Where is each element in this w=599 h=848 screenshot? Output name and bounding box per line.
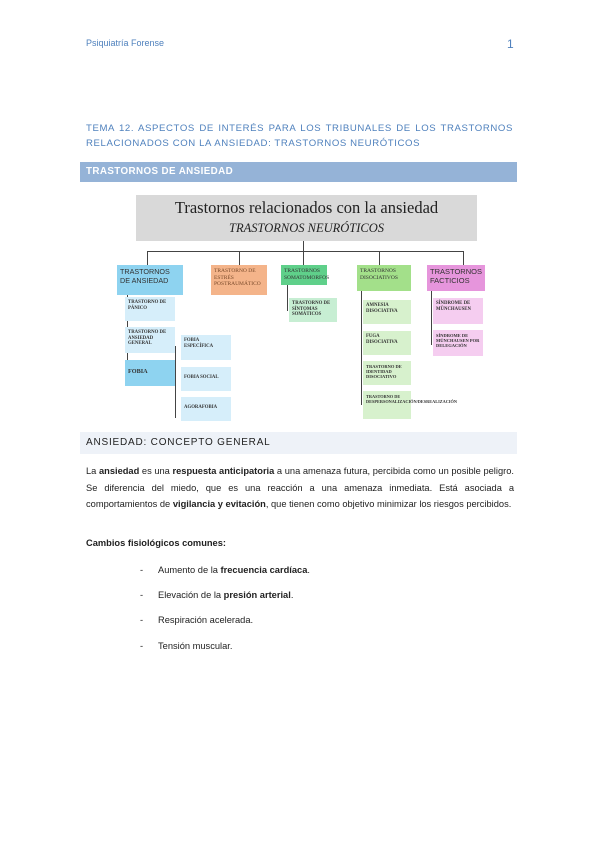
bullet-text: Tensión muscular. <box>158 641 233 651</box>
connector <box>239 251 240 265</box>
item-agorafobia: AGORAFOBIA <box>181 397 231 421</box>
diagram-title: Trastornos relacionados con la ansiedad <box>174 198 439 217</box>
para-text: , que tienen como objetivo minimizar los… <box>265 499 512 509</box>
concept-paragraph: La ansiedad es una respuesta anticipator… <box>86 463 514 513</box>
anxiety-disorders-diagram: Trastornos relacionados con la ansiedad … <box>117 195 489 423</box>
item-sintomas-somaticos: TRASTORNO DE SÍNTOMAS SOMÁTICOS <box>289 298 337 322</box>
item-despersonalizacion: TRASTORNO DE DESPERSONALIZACIÓN/DESREALI… <box>363 391 457 419</box>
para-bold: respuesta anticipatoria <box>172 466 275 476</box>
section-heading-trastornos: TRASTORNOS DE ANSIEDAD <box>80 162 517 182</box>
category-ansiedad: TRASTORNOS DE ANSIEDAD <box>117 265 183 295</box>
bullet-text: . <box>307 565 310 575</box>
header-title: Psiquiatría Forense <box>86 38 165 48</box>
connector <box>147 251 148 265</box>
list-item: -Tensión muscular. <box>140 641 233 651</box>
category-somatomorfos: TRASTORNOS SOMATOMORFOS <box>281 265 329 285</box>
item-fobia-especifica: FOBIA ESPECÍFICA <box>181 335 231 360</box>
category-disociativos: TRASTORNOS DISOCIATIVOS <box>357 265 411 291</box>
item-fuga: FUGA DISOCIATIVA <box>363 331 411 355</box>
bullet-text: . <box>290 590 294 600</box>
connector <box>287 285 288 311</box>
page-number: 1 <box>507 37 514 51</box>
category-facticios: TRASTORNOS FACTICIOS <box>427 265 485 291</box>
diagram-title-box: Trastornos relacionados con la ansiedad … <box>136 195 477 241</box>
section-heading-concepto: ANSIEDAD: CONCEPTO GENERAL <box>80 432 517 454</box>
connector <box>361 291 362 405</box>
diagram-subtitle: TRASTORNOS NEURÓTICOS <box>229 221 384 235</box>
chapter-title: TEMA 12. ASPECTOS DE INTERÉS PARA LOS TR… <box>86 123 513 149</box>
connector <box>303 251 304 265</box>
connector <box>175 346 176 418</box>
item-panico: TRASTORNO DE PÁNICO <box>125 297 175 321</box>
list-item: -Aumento de la frecuencia cardíaca. <box>140 565 310 575</box>
connector <box>147 251 463 252</box>
item-munchausen: SÍNDROME DE MÜNCHAUSEN <box>433 298 483 324</box>
bullet-text: Respiración acelerada. <box>158 615 254 625</box>
para-text: es una <box>139 466 173 476</box>
item-fobia: FOBIA <box>125 360 175 386</box>
item-identidad: TRASTORNO DE IDENTIDAD DISOCIATIVO <box>363 361 411 385</box>
item-fobia-social: FOBIA SOCIAL <box>181 367 231 391</box>
para-text: La <box>86 466 99 476</box>
bullet-text: Aumento de la <box>158 565 221 575</box>
bullet-text: Elevación de la <box>158 590 224 600</box>
bullet-bold: presión arterial <box>223 590 291 600</box>
bullet-bold: frecuencia cardíaca <box>220 565 308 575</box>
category-estres: TRASTORNO DE ESTRÉS POSTRAUMÁTICO <box>211 265 267 295</box>
para-bold: ansiedad <box>98 466 140 476</box>
connector <box>303 241 304 251</box>
connector <box>463 251 464 265</box>
connector <box>431 291 432 345</box>
para-bold: vigilancia y evitación <box>172 499 266 509</box>
physiological-changes-heading: Cambios fisiológicos comunes: <box>86 538 226 548</box>
item-munchausen-delegacion: SÍNDROME DE MÜNCHAUSEN POR DELEGACIÓN <box>433 330 483 356</box>
para-text: a una amenaza futura, percibida como un … <box>86 466 514 509</box>
list-item: -Respiración acelerada. <box>140 615 254 625</box>
connector <box>379 251 380 265</box>
item-amnesia: AMNESIA DISOCIATIVA <box>363 300 411 324</box>
item-ansiedad-general: TRASTORNO DE ANSIEDAD GENERAL <box>125 327 175 353</box>
list-item: -Elevación de la presión arterial. <box>140 590 294 600</box>
